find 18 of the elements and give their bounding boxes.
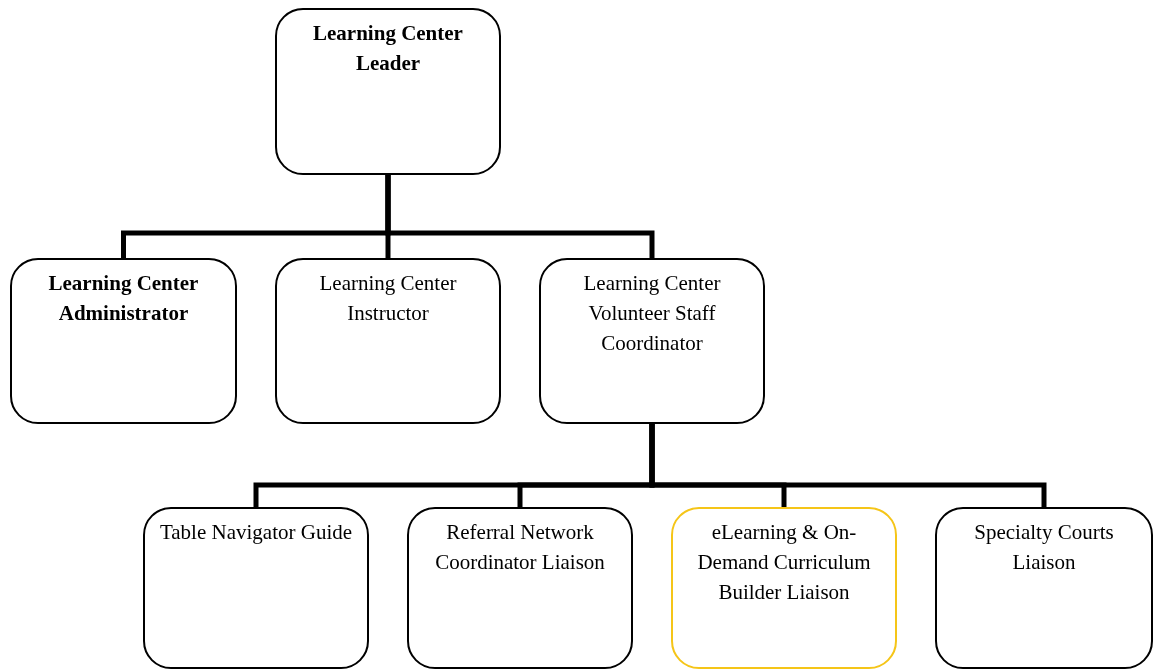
role-title: Learning Center Administrator (47, 270, 200, 327)
role-box (10, 258, 237, 424)
role-title: Learning Center Instructor (318, 270, 458, 327)
role-box (143, 507, 369, 669)
role-box (275, 258, 501, 424)
role-box (539, 258, 765, 424)
role-title: eLearning & On-Demand Curriculum Builder Liaison (696, 519, 872, 606)
connector-line (649, 421, 1047, 510)
role-title: Table Navigator Guide (159, 519, 353, 546)
role-title: Learning Center Leader (312, 20, 464, 77)
role-box (935, 507, 1153, 669)
role-title: Specialty Courts Liaison (973, 519, 1115, 576)
role-title: Referral Network Coordinator Liaison (434, 519, 606, 576)
role-title: Learning Center Volunteer Staff Coordinator (582, 270, 722, 357)
role-box (671, 507, 897, 669)
role-box (407, 507, 633, 669)
connector-line (385, 172, 655, 261)
role-box (275, 8, 501, 175)
